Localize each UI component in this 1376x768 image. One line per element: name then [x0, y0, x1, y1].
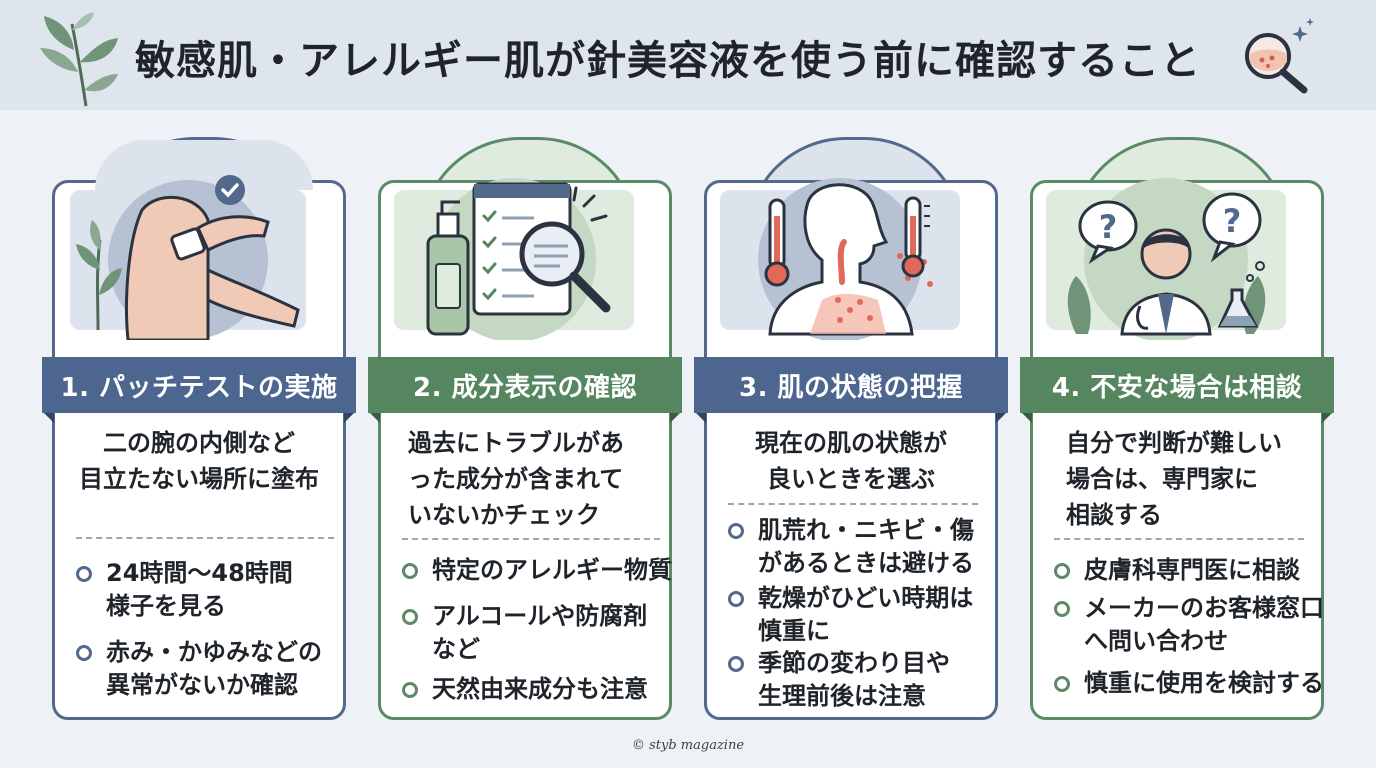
card-2-lead-line: った成分が含まれて — [408, 465, 624, 493]
card-3-lead-line: 良いときを選ぶ — [767, 465, 935, 493]
arm-patch-test-icon — [70, 175, 306, 340]
card-2-bullet: 天然由来成分も注意 — [402, 673, 672, 706]
bullet-text: 異常がないか確認 — [106, 671, 298, 699]
skin-condition-thermometer-icon — [720, 178, 960, 340]
footer-credit: © styb magazine — [631, 738, 745, 753]
card-2-bullet: アルコールや防腐剤 など — [402, 600, 672, 666]
card-3-divider — [728, 503, 978, 505]
card-2-bullet: 特定のアレルギー物質 — [402, 554, 672, 587]
bullet-text: など — [432, 635, 480, 663]
page-title: 敏感肌・アレルギー肌が針美容液を使う前に確認すること — [135, 38, 1201, 84]
header: 敏感肌・アレルギー肌が針美容液を使う前に確認すること — [0, 0, 1376, 110]
card-4-heading: 4. 不安な場合は相談 — [1020, 357, 1334, 423]
card-3-bullet: 季節の変わり目や 生理前後は注意 — [728, 647, 998, 713]
bullet-text: があるときは避ける — [758, 549, 974, 577]
card-4-divider — [1054, 538, 1304, 540]
bullet-text: 季節の変わり目や — [758, 649, 950, 677]
card-1-divider — [76, 537, 334, 539]
card-1-lead-line: 二の腕の内側など — [103, 429, 295, 457]
bullet-text: 慎重に使用を検討する — [1084, 669, 1324, 697]
bullet-text: 天然由来成分も注意 — [432, 675, 648, 703]
card-4-lead-line: 自分で判断が難しい — [1066, 429, 1282, 457]
bullet-text: へ問い合わせ — [1084, 627, 1228, 655]
leaf-branch-icon — [40, 12, 118, 107]
bullet-text: 肌荒れ・ニキビ・傷 — [758, 516, 974, 544]
card-3-heading: 3. 肌の状態の把握 — [694, 357, 1008, 423]
card-4-bullet: 慎重に使用を検討する — [1054, 667, 1330, 700]
bullet-text: 様子を見る — [106, 592, 226, 620]
bullet-text: 特定のアレルギー物質 — [432, 556, 672, 584]
bullet-text: 乾燥がひどい時期は — [758, 584, 974, 612]
card-1-lead-line: 目立たない場所に塗布 — [79, 465, 319, 493]
card-2-lead-line: 過去にトラブルがあ — [408, 429, 624, 457]
card-1-bullet: 赤み・かゆみなどの 異常がないか確認 — [76, 636, 346, 702]
card-3-bullet: 乾燥がひどい時期は 慎重に — [728, 582, 998, 648]
card-4-lead-line: 場合は、専門家に — [1066, 465, 1258, 493]
card-2-lead: 過去にトラブルがあ った成分が含まれて いないかチェック — [408, 425, 668, 533]
card-3-lead-line: 現在の肌の状態が — [755, 429, 947, 457]
bullet-text: 24時間〜48時間 — [106, 559, 293, 587]
magnifier-skin-icon — [1245, 18, 1314, 94]
card-3-lead: 現在の肌の状態が 良いときを選ぶ — [714, 425, 988, 497]
card-2-divider — [402, 538, 660, 540]
ingredient-checklist-icon — [394, 178, 634, 340]
card-1-bullet: 24時間〜48時間 様子を見る — [76, 557, 346, 623]
card-3-bullet: 肌荒れ・ニキビ・傷 があるときは避ける — [728, 514, 998, 580]
card-4-lead-line: 相談する — [1066, 501, 1162, 529]
bullet-text: メーカーのお客様窓口 — [1084, 594, 1324, 622]
bullet-text: 赤み・かゆみなどの — [106, 638, 322, 666]
svg-text:?: ? — [1223, 202, 1242, 240]
card-2-lead-line: いないかチェック — [408, 501, 600, 529]
doctor-consultation-icon: ? ? — [1046, 178, 1286, 340]
card-4-bullet: 皮膚科専門医に相談 — [1054, 554, 1330, 587]
card-1-heading: 1. パッチテストの実施 — [42, 357, 356, 423]
card-4-bullet: メーカーのお客様窓口 へ問い合わせ — [1054, 592, 1330, 658]
bullet-text: 慎重に — [758, 617, 830, 645]
card-4-lead: 自分で判断が難しい 場合は、専門家に 相談する — [1066, 425, 1316, 533]
bullet-text: 皮膚科専門医に相談 — [1084, 556, 1300, 584]
bullet-text: アルコールや防腐剤 — [432, 602, 648, 630]
bullet-text: 生理前後は注意 — [758, 682, 926, 710]
card-1-lead: 二の腕の内側など 目立たない場所に塗布 — [62, 425, 336, 497]
card-2-heading: 2. 成分表示の確認 — [368, 357, 682, 423]
svg-text:?: ? — [1099, 208, 1118, 246]
